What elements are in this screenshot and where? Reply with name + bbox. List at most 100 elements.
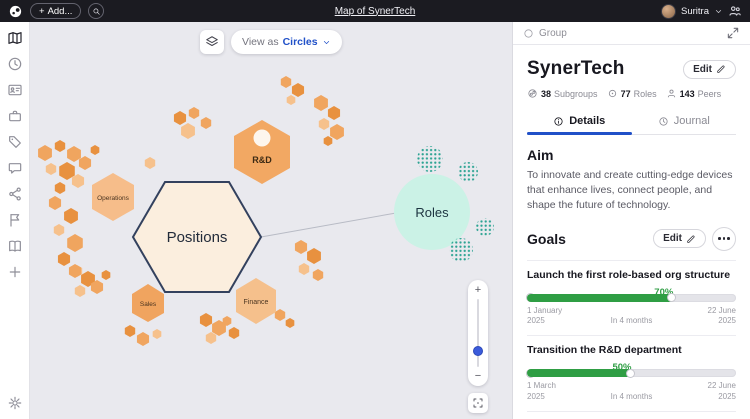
hex-node[interactable] xyxy=(181,123,195,139)
hex-node[interactable] xyxy=(323,136,333,146)
sidebar-history-icon[interactable] xyxy=(7,56,23,72)
sidebar-chat-icon[interactable] xyxy=(7,160,23,176)
hex-node[interactable] xyxy=(90,280,104,294)
hex-node[interactable] xyxy=(291,83,305,97)
node-rnd[interactable]: R&D xyxy=(234,120,290,184)
hex-node[interactable] xyxy=(314,95,328,111)
hex-node[interactable] xyxy=(124,325,136,337)
hex-node[interactable] xyxy=(54,182,66,194)
expand-panel-button[interactable] xyxy=(726,26,740,40)
zoom-out-button[interactable]: − xyxy=(470,369,486,383)
goal-item[interactable]: Launch the first role-based org structur… xyxy=(526,259,736,327)
hex-node[interactable] xyxy=(212,320,226,336)
search-button[interactable] xyxy=(88,3,105,19)
add-button[interactable]: + Add... xyxy=(30,3,82,19)
hex-node[interactable] xyxy=(54,140,66,152)
sidebar-projects-icon[interactable] xyxy=(7,108,23,124)
app-logo-icon[interactable] xyxy=(8,4,23,19)
sidebar-flag-icon[interactable] xyxy=(7,212,23,228)
hex-node[interactable] xyxy=(67,146,81,162)
hex-node[interactable] xyxy=(312,269,324,281)
sidebar-handbook-icon[interactable] xyxy=(7,238,23,254)
node-finance[interactable]: Finance xyxy=(236,278,276,324)
node-sales[interactable]: Sales xyxy=(132,284,164,322)
hex-node[interactable] xyxy=(205,332,217,344)
chevron-down-icon[interactable] xyxy=(714,7,723,16)
canvas-controls: View as Circles xyxy=(200,30,342,54)
node-positions[interactable]: Positions xyxy=(131,181,263,293)
hex-node[interactable] xyxy=(280,76,292,88)
hex-node[interactable] xyxy=(68,264,82,278)
hex-node[interactable] xyxy=(144,157,156,169)
hex-node[interactable] xyxy=(286,95,296,105)
hex-node[interactable] xyxy=(307,248,321,264)
tab-journal[interactable]: Journal xyxy=(632,109,737,134)
hex-node[interactable] xyxy=(318,118,330,130)
panel-body: SynerTech Edit 38 Subgroups 77 xyxy=(513,45,750,419)
hex-node[interactable] xyxy=(222,316,232,326)
sidebar-contacts-icon[interactable] xyxy=(7,82,23,98)
hex-node[interactable] xyxy=(294,240,308,254)
role-dot-cluster[interactable] xyxy=(449,238,473,262)
hex-node[interactable] xyxy=(199,313,213,327)
sidebar-tags-icon[interactable] xyxy=(7,134,23,150)
hex-node[interactable] xyxy=(327,106,341,120)
zoom-slider-track[interactable] xyxy=(473,299,483,367)
hex-node[interactable] xyxy=(173,111,187,125)
hex-node[interactable] xyxy=(136,332,150,346)
sidebar-settings-icon[interactable] xyxy=(7,395,23,411)
hex-node[interactable] xyxy=(81,271,95,287)
layers-button[interactable] xyxy=(200,30,224,54)
goals-more-button[interactable] xyxy=(712,226,736,251)
map-canvas[interactable]: Operations R&D Sales Finance xyxy=(30,22,512,419)
goal-percent: 70% xyxy=(654,286,674,298)
peers-icon xyxy=(667,89,675,98)
tab-details[interactable]: Details xyxy=(527,109,632,135)
hex-node[interactable] xyxy=(48,196,62,210)
user-avatar[interactable] xyxy=(661,3,677,19)
hex-node[interactable] xyxy=(78,156,92,170)
hex-node[interactable] xyxy=(53,224,65,236)
goal-item[interactable]: Train employees in governance and xyxy=(527,411,736,419)
hex-node[interactable] xyxy=(38,145,52,161)
role-dot-cluster[interactable] xyxy=(417,146,443,172)
sidebar xyxy=(0,22,30,419)
zoom-slider-knob[interactable] xyxy=(473,345,483,356)
svg-text:Roles: Roles xyxy=(415,205,449,220)
hex-node[interactable] xyxy=(330,124,344,140)
node-operations[interactable]: Operations xyxy=(92,173,134,221)
hex-node[interactable] xyxy=(298,263,310,275)
hex-node[interactable] xyxy=(228,327,240,339)
sidebar-map-icon[interactable] xyxy=(7,30,23,46)
hex-node[interactable] xyxy=(74,285,86,297)
hex-node[interactable] xyxy=(45,163,57,175)
edit-group-button[interactable]: Edit xyxy=(683,59,736,79)
people-icon[interactable] xyxy=(728,4,742,18)
goal-start-date: 1 January 2025 xyxy=(527,305,563,326)
hex-node[interactable] xyxy=(59,162,75,180)
view-as-dropdown[interactable]: View as Circles xyxy=(231,30,342,54)
hex-node[interactable] xyxy=(152,329,162,339)
goal-item[interactable]: Transition the R&D department 50% 1 Marc… xyxy=(526,335,736,402)
sidebar-add-icon[interactable] xyxy=(7,264,23,280)
role-dot-cluster[interactable] xyxy=(476,218,494,236)
hex-node[interactable] xyxy=(285,318,295,328)
node-roles[interactable]: Roles xyxy=(394,174,470,250)
hex-node[interactable] xyxy=(274,309,286,321)
hex-node[interactable] xyxy=(57,252,71,266)
hex-node[interactable] xyxy=(101,270,111,280)
entity-type-label: Group xyxy=(539,27,567,39)
zoom-in-button[interactable]: + xyxy=(470,283,486,297)
hex-node[interactable] xyxy=(71,174,85,188)
hex-node[interactable] xyxy=(67,234,83,252)
fit-view-button[interactable] xyxy=(468,393,488,413)
sidebar-share-icon[interactable] xyxy=(7,186,23,202)
topbar-user-area: Suritra xyxy=(661,3,742,19)
hex-node[interactable] xyxy=(64,208,78,224)
hex-node[interactable] xyxy=(200,117,212,129)
hex-node[interactable] xyxy=(188,107,200,119)
map-title-link[interactable]: Map of SynerTech xyxy=(334,5,416,17)
hex-node[interactable] xyxy=(90,145,100,155)
role-dot-cluster[interactable] xyxy=(458,162,478,182)
edit-goals-button[interactable]: Edit xyxy=(653,229,706,249)
